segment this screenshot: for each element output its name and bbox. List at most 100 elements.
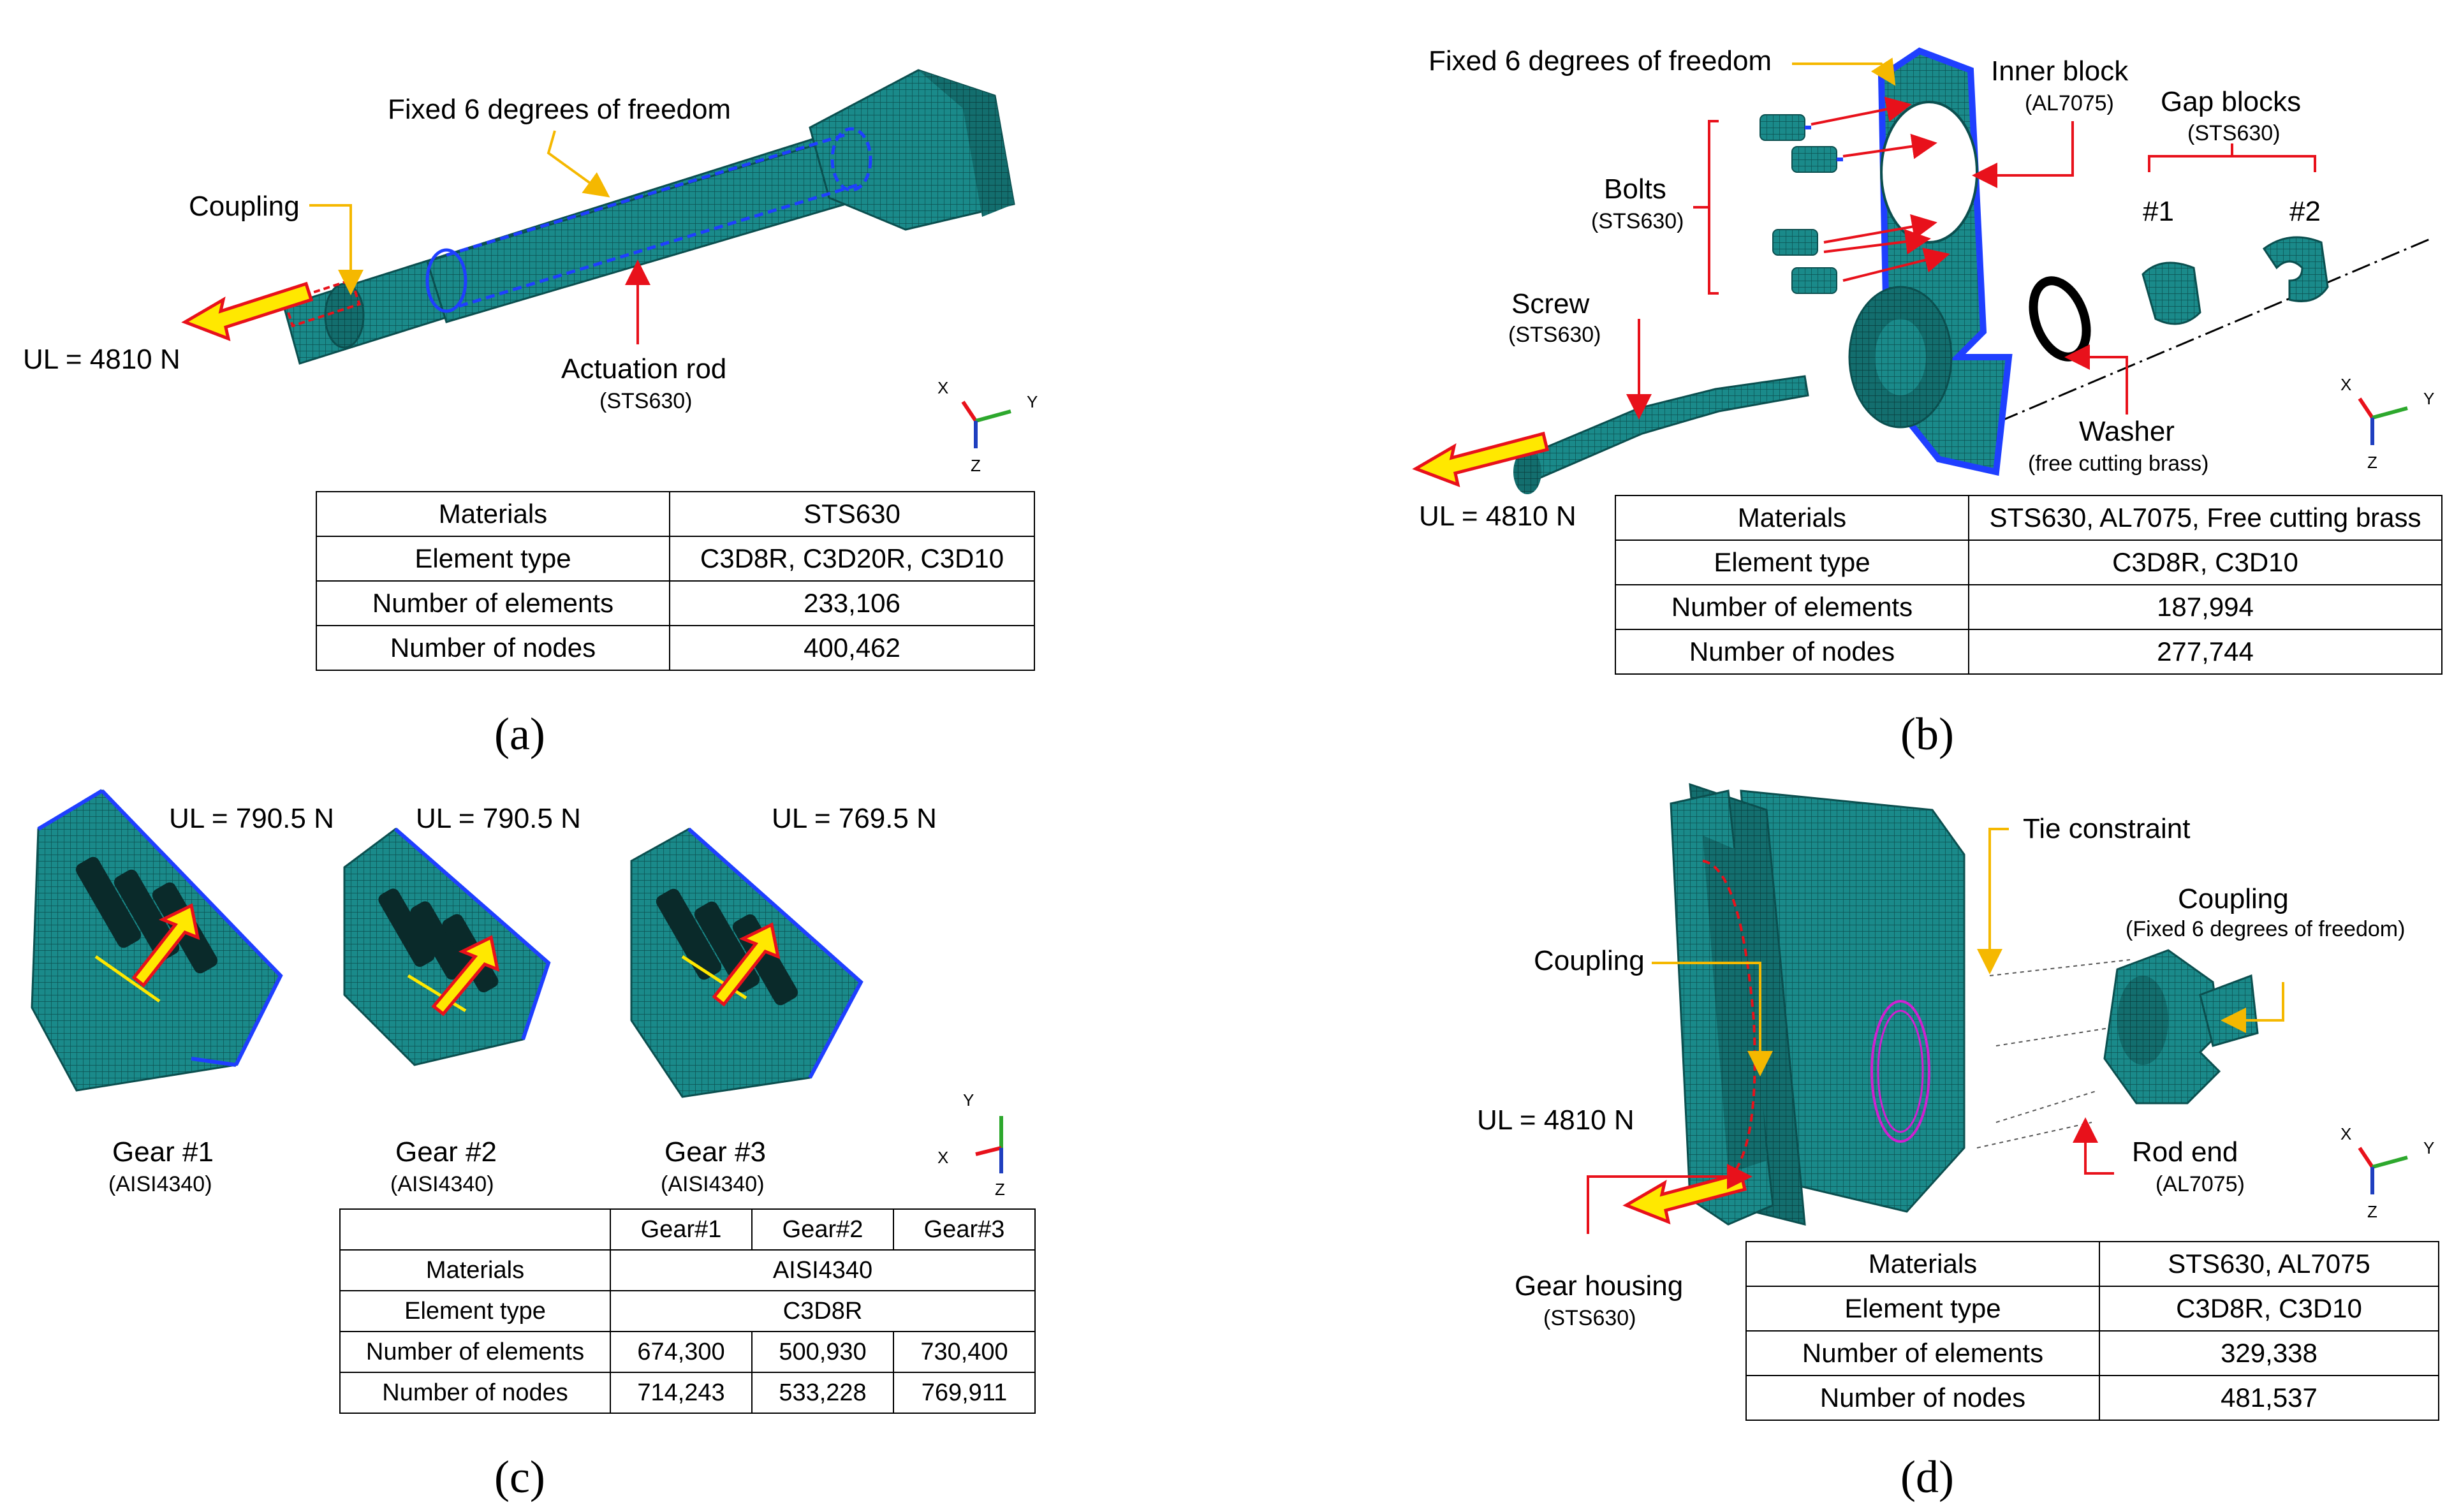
table-cell: Number of elements (1615, 584, 1969, 630)
coordinate-axes-d: X Y Z (2328, 1119, 2443, 1228)
table-cell: 714,243 (610, 1372, 753, 1414)
gear-3-ul-label: UL = 769.5 N (772, 803, 937, 834)
table-cell: Materials (1615, 495, 1969, 541)
gap-block-2-label: #2 (2289, 196, 2321, 227)
gear-2-material: (AISI4340) (390, 1172, 494, 1196)
axis-x-label: X (2340, 375, 2352, 394)
table-header-cell: Gear#1 (610, 1208, 753, 1251)
table-cell: Element type (316, 536, 670, 582)
table-cell: 277,744 (1968, 629, 2443, 675)
table-cell: Materials (339, 1249, 611, 1291)
table-cell: Number of nodes (339, 1372, 611, 1414)
table-cell: 233,106 (669, 580, 1035, 626)
table-cell: C3D8R (610, 1290, 1036, 1332)
table-header-row: Gear#1 Gear#2 Gear#3 (339, 1208, 1036, 1251)
table-cell: STS630, AL7075 (2099, 1241, 2439, 1287)
actuation-rod-material: (STS630) (599, 389, 693, 413)
fixed-dof-label: Fixed 6 degrees of freedom (1429, 45, 1772, 77)
actuation-rod-model (181, 69, 1015, 365)
panel-caption-c: (c) (494, 1451, 545, 1502)
rod-end-material: (AL7075) (2156, 1172, 2245, 1196)
table-cell: Materials (316, 491, 670, 537)
table-cell: Number of elements (316, 580, 670, 626)
axis-z-label: Z (995, 1180, 1005, 1199)
table-cell: Number of elements (339, 1331, 611, 1373)
table-cell: C3D8R, C3D10 (1968, 539, 2443, 585)
axis-y-label: Y (963, 1090, 974, 1110)
load-arrow-a (181, 281, 314, 341)
panel-caption-a: (a) (494, 708, 545, 760)
gap-blocks-label: Gap blocks (2161, 86, 2302, 117)
fixed-dof-label: Fixed 6 degrees of freedom (388, 94, 731, 125)
table-cell: AISI4340 (610, 1249, 1036, 1291)
gap-blocks-material: (STS630) (2187, 121, 2281, 145)
gear-housing-label: Gear housing (1515, 1270, 1684, 1302)
pivot-assembly-model (1412, 47, 2430, 494)
inner-block-material: (AL7075) (2025, 91, 2114, 115)
table-cell: 187,994 (1968, 584, 2443, 630)
table-cell: 533,228 (751, 1372, 894, 1414)
coordinate-axes-b: X Y Z (2328, 370, 2443, 478)
panel-caption-b: (b) (1900, 708, 1954, 760)
gear-1-label: Gear #1 (112, 1136, 214, 1168)
table-cell: 730,400 (893, 1331, 1036, 1373)
table-header-cell: Gear#2 (751, 1208, 894, 1251)
table-cell: 500,930 (751, 1331, 894, 1373)
panel-caption-d: (d) (1900, 1451, 1954, 1502)
coordinate-axes-a: X Y Z (931, 373, 1046, 481)
table-cell: 769,911 (893, 1372, 1036, 1414)
axis-z-label: Z (2367, 1202, 2377, 1221)
table-cell: Element type (1745, 1286, 2100, 1332)
axis-x-label: X (2340, 1124, 2352, 1143)
table-cell: Number of nodes (1615, 629, 1969, 675)
ul-label: UL = 4810 N (1477, 1105, 1635, 1136)
axis-z-label: Z (971, 456, 981, 475)
panel-d: Tie constraint Coupling (Fixed 6 degrees… (1244, 765, 2461, 1512)
gap-block-1-label: #1 (2143, 196, 2174, 227)
axis-y-label: Y (1027, 392, 1038, 411)
panel-b: Fixed 6 degrees of freedom Inner block (… (1244, 0, 2461, 757)
ul-label: UL = 4810 N (1419, 501, 1576, 532)
coupling-right-label: Coupling (2178, 883, 2289, 914)
gear-2-ul-label: UL = 790.5 N (416, 803, 581, 834)
gear-3-material: (AISI4340) (661, 1172, 765, 1196)
gear-housing-material: (STS630) (1543, 1306, 1636, 1330)
table-cell: C3D8R, C3D20R, C3D10 (669, 536, 1035, 582)
panel-c: UL = 790.5 N UL = 790.5 N UL = 769.5 N G… (0, 765, 1212, 1512)
coupling-right-subtitle: (Fixed 6 degrees of freedom) (2126, 917, 2406, 941)
table-cell: Number of elements (1745, 1330, 2100, 1376)
bolts-material: (STS630) (1591, 209, 1684, 233)
table-cell: STS630, AL7075, Free cutting brass (1968, 495, 2443, 541)
gear-3-model (630, 827, 863, 1098)
gear-1-ul-label: UL = 790.5 N (169, 803, 334, 834)
table-cell: Element type (339, 1290, 611, 1332)
gear-1-model (31, 789, 283, 1092)
screw-label: Screw (1511, 288, 1590, 319)
table-cell: C3D8R, C3D10 (2099, 1286, 2439, 1332)
gear-1-material: (AISI4340) (108, 1172, 212, 1196)
axis-x-label: X (937, 1148, 949, 1167)
washer-material: (free cutting brass) (2028, 451, 2209, 476)
table-cell: Element type (1615, 539, 1969, 585)
tie-constraint-label: Tie constraint (2023, 813, 2191, 844)
ul-label: UL = 4810 N (23, 344, 180, 375)
inner-block-label: Inner block (1991, 55, 2129, 87)
table-cell: 481,537 (2099, 1375, 2439, 1421)
gear-3-label: Gear #3 (665, 1136, 766, 1168)
washer-label: Washer (2079, 416, 2175, 447)
